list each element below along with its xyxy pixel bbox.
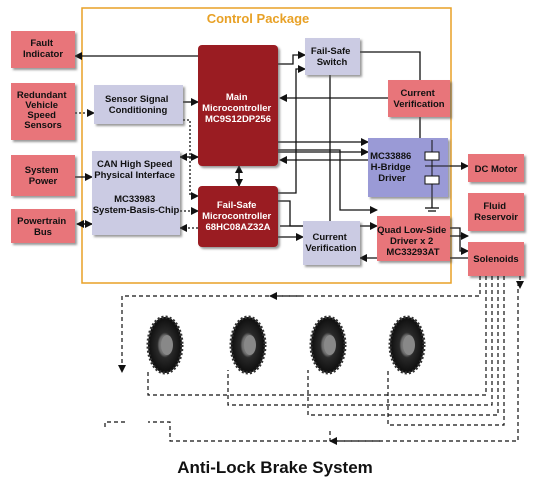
solenoids-block: Solenoids [468,242,524,276]
svg-text:Main Microcontroller: Main Microcontroller MC9S12DP256 [202,92,274,125]
current-verification-bottom-block: Current Verification [303,221,360,265]
svg-text:Solenoids: Solenoids [473,254,518,265]
fault-indicator-block: Fault Indicator [11,31,75,68]
svg-text:Powertrain Bus: Powertrain Bus [17,216,69,238]
svg-text:Fail-Safe Switch: Fail-Safe Switch [311,46,353,68]
svg-text:Redundant Vehicle: Redundant Vehicle Speed Sensors [17,90,69,131]
svg-text:Sensor Signal Conditioni: Sensor Signal Conditioning [105,94,171,116]
tire-3 [309,315,347,375]
svg-text:CAN High Speed Physical: CAN High Speed Physical Interface MC3398… [93,159,180,216]
can-sbc-block: CAN High Speed Physical Interface MC3398… [92,151,180,235]
dashed-wheel-lines [104,276,524,445]
powertrain-bus-block: Powertrain Bus [11,209,75,243]
tire-4 [388,315,426,375]
svg-text:Quad Low-Side Driver x 2: Quad Low-Side Driver x 2 MC33293AT [377,225,449,258]
control-package-border [81,7,452,284]
svg-text:Current Verification: Current Verification [393,88,444,110]
svg-text:System Power: System Power [25,165,61,187]
hbridge-switch-icon [424,140,448,197]
redundant-sensors-block: Redundant Vehicle Speed Sensors [11,83,75,140]
svg-text:DC Motor: DC Motor [475,164,518,175]
tire-2 [229,315,267,375]
svg-text:Fail-Safe Microcontrolle: Fail-Safe Microcontroller 68HC08AZ32A [202,200,274,233]
svg-text:MC33886 H-Bridge D: MC33886 H-Bridge Driver [370,151,414,184]
dc-motor-block: DC Motor [468,154,524,182]
svg-text:Fault Indicator: Fault Indicator [23,38,63,60]
quad-driver-block: Quad Low-Side Driver x 2 MC33293AT [377,216,450,261]
system-power-block: System Power [11,155,75,196]
current-verification-top-block: Current Verification [388,80,450,117]
fluid-reservoir-block: Fluid Reservoir [468,193,524,231]
hbridge-driver-block: MC33886 H-Bridge Driver [368,138,448,197]
failsafe-microcontroller-block: Fail-Safe Microcontroller 68HC08AZ32A [198,186,278,247]
failsafe-switch-block: Fail-Safe Switch [305,38,360,75]
svg-text:Current Verification: Current Verification [305,232,356,254]
svg-text:Fluid Reservoir: Fluid Reservoir [474,201,518,223]
sensor-signal-conditioning-block: Sensor Signal Conditioning [94,85,183,124]
diagram-caption: Anti-Lock Brake System [177,458,373,477]
tire-1 [146,315,184,375]
control-package-title: Control Package [207,11,310,26]
main-microcontroller-block: Main Microcontroller MC9S12DP256 [198,45,278,166]
